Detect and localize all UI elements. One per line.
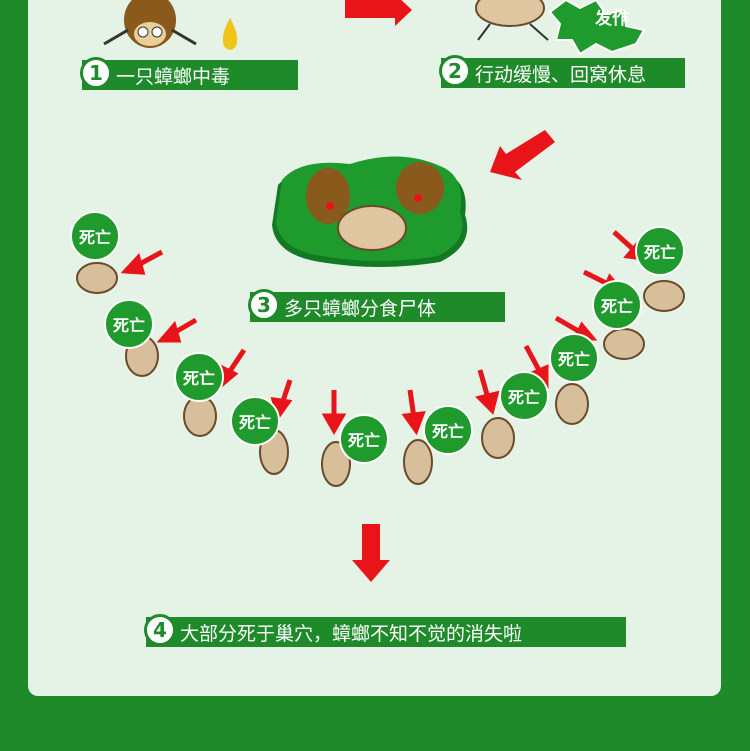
arrow-small-icon	[219, 348, 247, 390]
arrow-down-icon	[352, 524, 390, 582]
arrow-small-icon	[321, 390, 347, 436]
dead-badge: 死亡	[339, 414, 389, 464]
dead-badge: 死亡	[635, 226, 685, 276]
dead-roach-icon	[643, 280, 685, 312]
dead-badge: 死亡	[104, 299, 154, 349]
dead-badge: 死亡	[592, 280, 642, 330]
dead-badge: 死亡	[70, 211, 120, 261]
arrow-small-icon	[475, 369, 500, 415]
dead-roach-icon	[603, 328, 645, 360]
poisoned-roach-icon	[103, 0, 197, 48]
step-number: 3	[248, 289, 280, 321]
arrow-small-icon	[120, 249, 164, 275]
dead-roach-icon	[481, 417, 515, 459]
step-number: 4	[144, 614, 176, 646]
arrow-small-icon	[156, 317, 198, 343]
step-label: 一只蟑螂中毒	[82, 60, 298, 90]
dead-roach-icon	[555, 383, 589, 425]
step-label: 行动缓慢、回窝休息	[441, 58, 685, 88]
step-label: 多只蟑螂分食尸体	[250, 292, 505, 322]
dead-badge: 死亡	[230, 396, 280, 446]
step-1: 1 一只蟑螂中毒	[80, 57, 298, 90]
arrow-right-icon	[345, 0, 412, 26]
step-number: 1	[80, 57, 112, 89]
arrow-small-icon	[401, 389, 426, 436]
step-4: 4 大部分死于巢穴，蟑螂不知不觉的消失啦	[144, 614, 626, 647]
step-label: 大部分死于巢穴，蟑螂不知不觉的消失啦	[146, 617, 626, 647]
arrow-diagonal-icon	[490, 130, 555, 180]
dead-badge: 死亡	[499, 371, 549, 421]
dead-badge: 死亡	[423, 405, 473, 455]
dead-badge: 死亡	[549, 333, 599, 383]
dead-roach-icon	[76, 262, 118, 294]
nest-illustration	[272, 156, 468, 267]
dead-badge: 死亡	[174, 352, 224, 402]
dead-roach-icon	[183, 395, 217, 437]
step-2: 2 行动缓慢、回窝休息	[439, 55, 685, 88]
slow-roach-icon	[475, 0, 549, 41]
dead-roach-icon	[403, 439, 433, 485]
burst-badge-icon	[548, 0, 646, 56]
step-number: 2	[439, 55, 471, 87]
poison-drop-icon	[222, 18, 238, 50]
burst-badge-label: 发作	[595, 9, 629, 29]
step-3: 3 多只蟑螂分食尸体	[248, 289, 505, 322]
